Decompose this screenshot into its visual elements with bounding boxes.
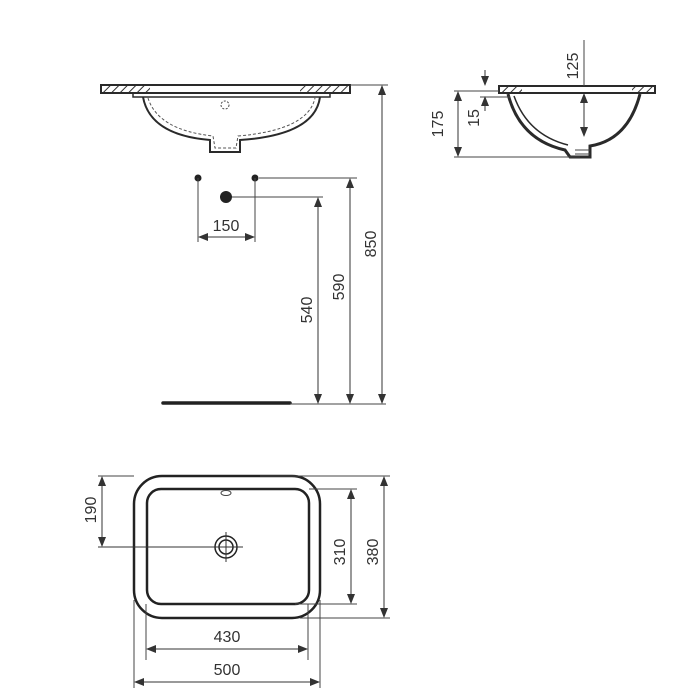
overflow-hole	[220, 100, 230, 110]
side-countertop	[498, 85, 656, 94]
overflow-slot	[220, 490, 232, 496]
basin-bowl-inner	[147, 97, 316, 149]
basin-flange	[132, 92, 331, 98]
dim-inner-depth: 310	[332, 539, 349, 566]
countertop-hatch-right	[300, 86, 349, 92]
dim-counter-height: 850	[363, 231, 380, 258]
dim-waste-height: 540	[299, 297, 316, 324]
basin-bowl-outline	[142, 96, 321, 153]
dim-outer-width: 500	[214, 662, 241, 679]
dim-rim-thickness: 15	[466, 109, 483, 127]
dim-tap-spacing: 150	[213, 218, 240, 235]
waste-point	[220, 191, 232, 203]
dim-bowl-depth: 125	[565, 53, 582, 80]
dim-waste-offset: 190	[83, 497, 100, 524]
countertop-hatch-left	[102, 86, 150, 92]
dim-inner-width: 430	[214, 629, 241, 646]
front-view: 150 540 590 850	[100, 84, 388, 405]
plan-view: 190 310 380 430 500	[83, 474, 390, 688]
dim-overall-depth: 175	[430, 111, 447, 138]
side-section-view: 125 15 175	[430, 40, 656, 159]
dim-outer-depth: 380	[365, 539, 382, 566]
dim-supply-height: 590	[331, 274, 348, 301]
